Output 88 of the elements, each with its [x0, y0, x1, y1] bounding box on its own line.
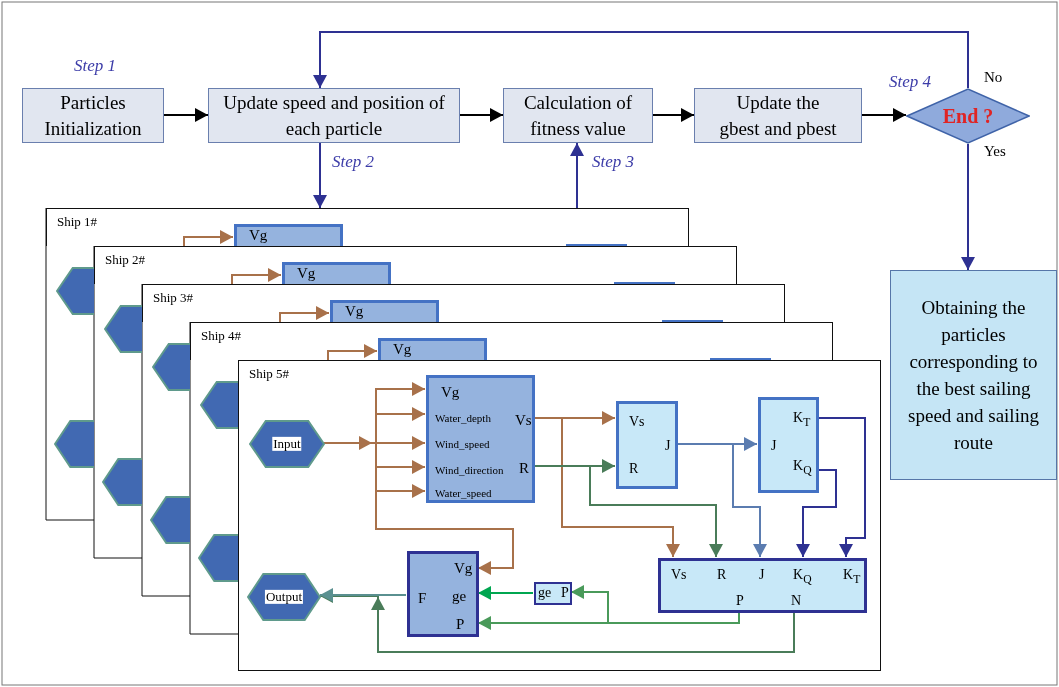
ship-panel: [94, 246, 737, 284]
arrow: [796, 469, 837, 558]
step-label: Step 1: [74, 57, 117, 76]
port-label: R: [519, 460, 529, 477]
module-block: [758, 397, 819, 493]
port-label: K$_{Q}$: [793, 567, 812, 587]
port-label: Water_depth: [435, 412, 491, 425]
port-label: J: [665, 438, 671, 454]
ship-panel: [190, 322, 833, 360]
port-label: Wind_direction: [435, 464, 504, 477]
arrow: [477, 586, 534, 600]
box-label: Particles Initialization: [43, 90, 143, 141]
module-block: [234, 224, 343, 247]
ship-panel: [46, 208, 689, 246]
process-box: [208, 88, 460, 143]
module-block: [534, 582, 572, 605]
arrow: [313, 142, 327, 209]
port-label: ge: [538, 585, 552, 601]
port-label: J: [759, 567, 765, 583]
panel-title: Ship 2#: [105, 253, 146, 268]
hexagon-label: Input: [272, 436, 302, 452]
port-label: P: [736, 593, 744, 609]
decision-label: End ?: [941, 104, 995, 129]
module-block: [616, 401, 678, 489]
port-label: R: [629, 461, 639, 477]
output-hexagon: [247, 573, 321, 621]
panel-title: Ship 1#: [57, 215, 98, 230]
output-hexagon: [150, 496, 190, 544]
module-block: [378, 338, 487, 361]
arrow: [183, 230, 234, 247]
arrow: [319, 588, 407, 602]
port-label: J: [771, 438, 777, 454]
port-label: N: [791, 593, 802, 609]
step-label: Step 4: [889, 73, 932, 92]
box-label: Obtaining the particles corresponding to the best sailing speed and sailing route: [907, 296, 1040, 455]
module-block: [426, 375, 535, 503]
input-hexagon: [152, 343, 190, 391]
arrow: [817, 417, 866, 558]
arrow: [313, 31, 969, 89]
port-label: R: [717, 567, 727, 583]
port-label: Wind_speed: [435, 438, 490, 451]
port-label: ge: [452, 588, 467, 605]
port-label: P: [456, 616, 465, 633]
output-hexagon: [54, 420, 94, 468]
arrow: [327, 344, 378, 361]
hexagon-label: Output: [264, 589, 304, 605]
port-label: Vg: [393, 341, 412, 358]
output-hexagon: [102, 458, 142, 506]
box-label: Update speed and position of each particle: [222, 90, 446, 141]
result-box: [890, 270, 1057, 480]
box-label: Update the gbest and pbest: [718, 90, 838, 141]
process-box: [694, 88, 862, 143]
port-label: Vg: [345, 303, 364, 320]
port-label: Vg: [454, 560, 473, 577]
ship-panel: [238, 360, 881, 671]
box-label: Calculation of fitness value: [522, 90, 634, 141]
panel-title: Ship 3#: [153, 291, 194, 306]
ship-panel: [142, 284, 785, 322]
input-hexagon: [56, 267, 94, 315]
arrow: [861, 108, 907, 122]
arrow: [961, 143, 975, 271]
port-label: K$_{T}$: [843, 567, 861, 587]
module-block: [407, 551, 479, 637]
arrow: [163, 108, 209, 122]
port-label: Vs: [629, 414, 645, 430]
input-hexagon: [249, 420, 325, 468]
arrow: [570, 142, 584, 209]
port-label: Vg: [441, 384, 460, 401]
port-label: Vs: [671, 567, 687, 583]
panel-title: Ship 4#: [201, 329, 242, 344]
port-label: Vg: [297, 265, 316, 282]
port-label: Water_speed: [435, 487, 492, 500]
arrow: [652, 108, 695, 122]
arrow: [459, 108, 504, 122]
module-block: [658, 558, 867, 613]
arrow: [279, 306, 330, 323]
port-label: P: [561, 585, 569, 601]
port-label: K$_{Q}$: [793, 458, 812, 478]
port-label: Vs: [515, 412, 532, 429]
arrow: [231, 268, 282, 285]
port-label: K$_{T}$: [793, 410, 811, 430]
input-hexagon: [104, 305, 142, 353]
port-label: F: [418, 590, 427, 607]
process-box: [503, 88, 653, 143]
module-block: [282, 262, 391, 285]
module-block: [330, 300, 439, 323]
port-label: Vg: [249, 227, 268, 244]
panel-title: Ship 5#: [249, 367, 290, 382]
